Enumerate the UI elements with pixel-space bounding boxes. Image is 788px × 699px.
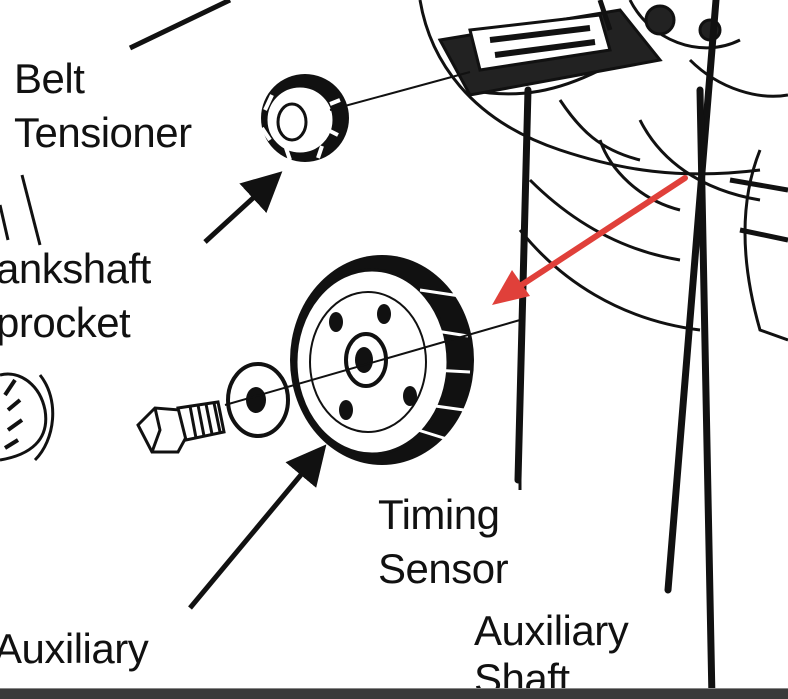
- label-tensioner-line2: Tensioner: [14, 109, 192, 156]
- label-timing-line1: Timing: [378, 491, 500, 538]
- crankshaft-sprocket-fragment: [0, 372, 55, 462]
- engine-housing: [418, 0, 788, 342]
- window-bottom-strip: [0, 688, 788, 699]
- timing-belt: [514, 0, 720, 699]
- washer: [226, 362, 290, 438]
- bolt: [136, 400, 226, 454]
- label-crankshaft-line1: ankshaft: [0, 245, 151, 292]
- tensioner-alignment-line: [329, 71, 471, 111]
- label-belt-line1: Belt: [14, 55, 85, 102]
- label-sensor-line2: Sensor: [378, 545, 509, 592]
- red-annotation-arrow: [492, 175, 688, 305]
- auxiliary-shaft-sprocket: [290, 255, 474, 465]
- label-auxiliary-shaft-line1: Auxiliary: [474, 607, 629, 654]
- label-sprocket-line2: procket: [0, 299, 131, 346]
- alignment-line: [224, 319, 521, 406]
- belt-tensioner-gear: [260, 74, 349, 162]
- leader-arrows: [0, 0, 327, 610]
- label-auxiliary-sprocket-line1: Auxiliary: [0, 625, 149, 672]
